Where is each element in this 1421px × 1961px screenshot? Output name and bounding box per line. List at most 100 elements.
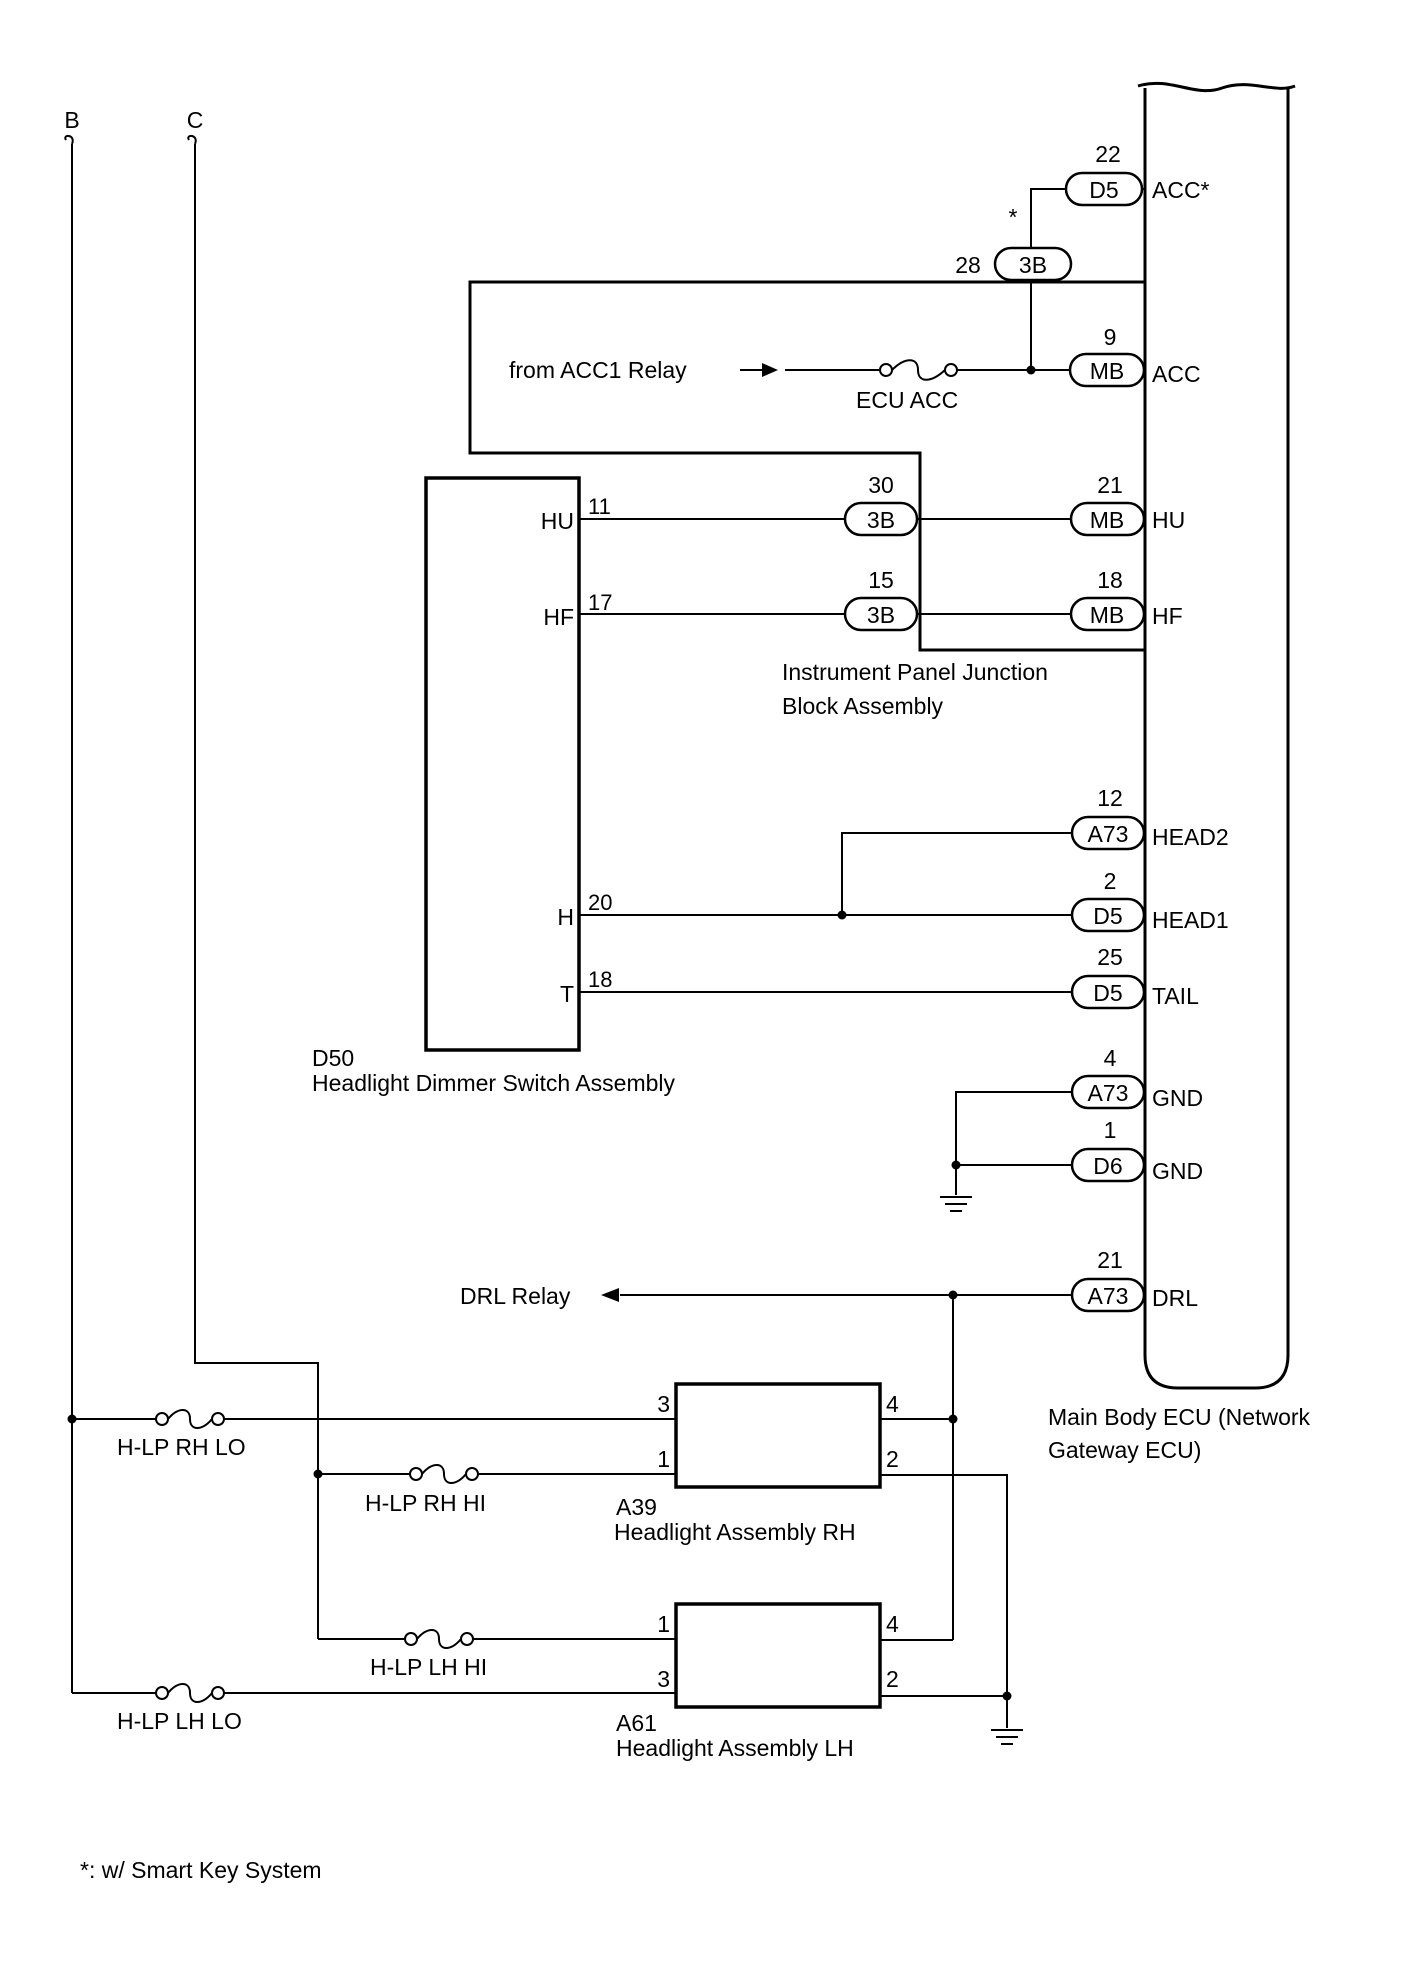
main-body-ecu: Main Body ECU (Network Gateway ECU) ACC*… — [1048, 81, 1311, 1463]
ecu-pin-acc: ACC — [1152, 361, 1201, 387]
fuse-icon — [879, 359, 958, 381]
head-tail-wires — [579, 832, 1072, 993]
connector-3b-hf: 3B 15 — [843, 567, 919, 632]
connector-code: 3B — [867, 602, 895, 628]
dimmer-pin-hf-num: 17 — [588, 590, 612, 615]
fuse-rh-lo-label: H-LP RH LO — [117, 1434, 246, 1460]
lh-pin-3: 3 — [657, 1666, 670, 1692]
connector-pin: 2 — [1104, 868, 1117, 894]
connector-3b-acc: 3B 28 * — [955, 204, 1073, 282]
hu-hf-wires — [579, 518, 1071, 615]
ecu-pin-hf: HF — [1152, 603, 1183, 629]
fuse-icon — [409, 1464, 479, 1484]
connector-pin: 9 — [1104, 324, 1117, 350]
connector-mb-hf: MB 18 — [1069, 567, 1146, 632]
ecu-pin-hu: HU — [1152, 507, 1185, 533]
connector-d6-gnd: D6 1 — [1070, 1117, 1146, 1183]
fuse-rh-hi-label: H-LP RH HI — [365, 1490, 486, 1516]
lh-pin-1: 1 — [657, 1611, 670, 1637]
connector-code: D6 — [1093, 1153, 1122, 1179]
fuse-lh-lo-label: H-LP LH LO — [117, 1708, 242, 1734]
smart-key-mark: * — [1009, 204, 1018, 230]
connector-pin: 30 — [868, 472, 894, 498]
rh-name: Headlight Assembly RH — [614, 1519, 856, 1545]
connector-pin: 15 — [868, 567, 894, 593]
rh-code: A39 — [616, 1494, 657, 1520]
connector-pin: 1 — [1104, 1117, 1117, 1143]
connector-code: D5 — [1089, 177, 1118, 203]
junction-dot — [313, 1469, 323, 1479]
connector-a73-gnd: A73 4 — [1070, 1045, 1146, 1110]
dimmer-switch-code: D50 — [312, 1045, 354, 1071]
rh-pin-1: 1 — [657, 1446, 670, 1472]
connector-code: A73 — [1088, 1080, 1129, 1106]
connector-code: A73 — [1088, 821, 1129, 847]
connector-a73-drl: A73 21 — [1070, 1247, 1146, 1313]
connector-mb-hu: MB 21 — [1069, 472, 1146, 537]
connector-d5-tail: D5 25 — [1070, 944, 1146, 1010]
ecu-pin-acc-star: ACC* — [1152, 177, 1210, 203]
drl-relay-label: DRL Relay — [460, 1283, 571, 1309]
fuse-icon — [155, 1683, 225, 1703]
ecu-pin-gnd-2: GND — [1152, 1158, 1203, 1184]
connector-code: 3B — [867, 507, 895, 533]
connector-pin: 22 — [1095, 141, 1121, 167]
lh-name: Headlight Assembly LH — [616, 1735, 854, 1761]
connector-pin: 12 — [1097, 785, 1123, 811]
headlight-assembly-lh: 1 3 4 2 A61 Headlight Assembly LH — [616, 1602, 899, 1761]
connector-d5-head1: D5 2 — [1070, 868, 1146, 933]
junction-dot — [837, 910, 847, 920]
connector-code: MB — [1090, 602, 1125, 628]
ecu-pin-head2: HEAD2 — [1152, 824, 1229, 850]
fuse-lh-hi-label: H-LP LH HI — [370, 1654, 487, 1680]
dimmer-pin-hu: HU — [541, 508, 574, 534]
ecu-name-line2: Gateway ECU) — [1048, 1437, 1201, 1463]
connector-pin: 18 — [1097, 567, 1123, 593]
connector-pin: 4 — [1104, 1045, 1117, 1071]
junction-block-name-line1: Instrument Panel Junction — [782, 659, 1048, 685]
dimmer-pin-hf: HF — [543, 604, 574, 630]
offpage-c: C — [187, 107, 319, 1639]
rh-pin-3: 3 — [657, 1391, 670, 1417]
offpage-b: B — [64, 107, 80, 1693]
connector-mb-acc: MB 9 — [1068, 324, 1146, 388]
arrow-icon — [601, 1288, 619, 1302]
lh-pin-2: 2 — [886, 1666, 899, 1692]
connector-code: D5 — [1093, 903, 1122, 929]
connector-code: 3B — [1019, 252, 1047, 278]
offpage-b-label: B — [64, 107, 79, 133]
rh-pin-2: 2 — [886, 1446, 899, 1472]
ground-icon — [940, 1196, 972, 1212]
arrow-icon — [762, 363, 778, 377]
offpage-c-label: C — [187, 107, 204, 133]
junction-block-outline: Instrument Panel Junction Block Assembly — [468, 280, 1145, 719]
ecu-name-line1: Main Body ECU (Network — [1048, 1404, 1311, 1430]
connector-a73-head2: A73 12 — [1070, 785, 1146, 851]
connector-pin: 25 — [1097, 944, 1123, 970]
fuse-ecu-acc-label: ECU ACC — [856, 387, 958, 413]
connector-code: D5 — [1093, 980, 1122, 1006]
dimmer-pin-h: H — [557, 904, 574, 930]
dimmer-pin-h-num: 20 — [588, 890, 612, 915]
junction-dot — [67, 1414, 77, 1424]
dimmer-pin-hu-num: 11 — [588, 494, 611, 519]
junction-dot — [1002, 1691, 1012, 1701]
connector-d5-acc: D5 22 — [1064, 141, 1144, 207]
lh-pin-4: 4 — [886, 1611, 899, 1637]
junction-dot — [948, 1414, 958, 1424]
footnote: *: w/ Smart Key System — [80, 1857, 322, 1883]
connector-code: MB — [1090, 507, 1125, 533]
ecu-pin-head1: HEAD1 — [1152, 907, 1229, 933]
connector-code: A73 — [1088, 1283, 1129, 1309]
fuse-icon — [155, 1409, 225, 1429]
junction-block-name-line2: Block Assembly — [782, 693, 944, 719]
connector-3b-hu: 3B 30 — [843, 472, 919, 537]
drl-circuit: DRL Relay — [460, 1283, 1072, 1640]
lh-code: A61 — [616, 1710, 657, 1736]
connector-pin: 21 — [1097, 472, 1123, 498]
dimmer-pin-t-num: 18 — [588, 967, 612, 992]
headlight-wiring — [67, 1414, 1023, 1745]
dimmer-pin-t: T — [560, 981, 574, 1007]
headlight-dimmer-switch: D50 Headlight Dimmer Switch Assembly HU … — [312, 476, 676, 1096]
